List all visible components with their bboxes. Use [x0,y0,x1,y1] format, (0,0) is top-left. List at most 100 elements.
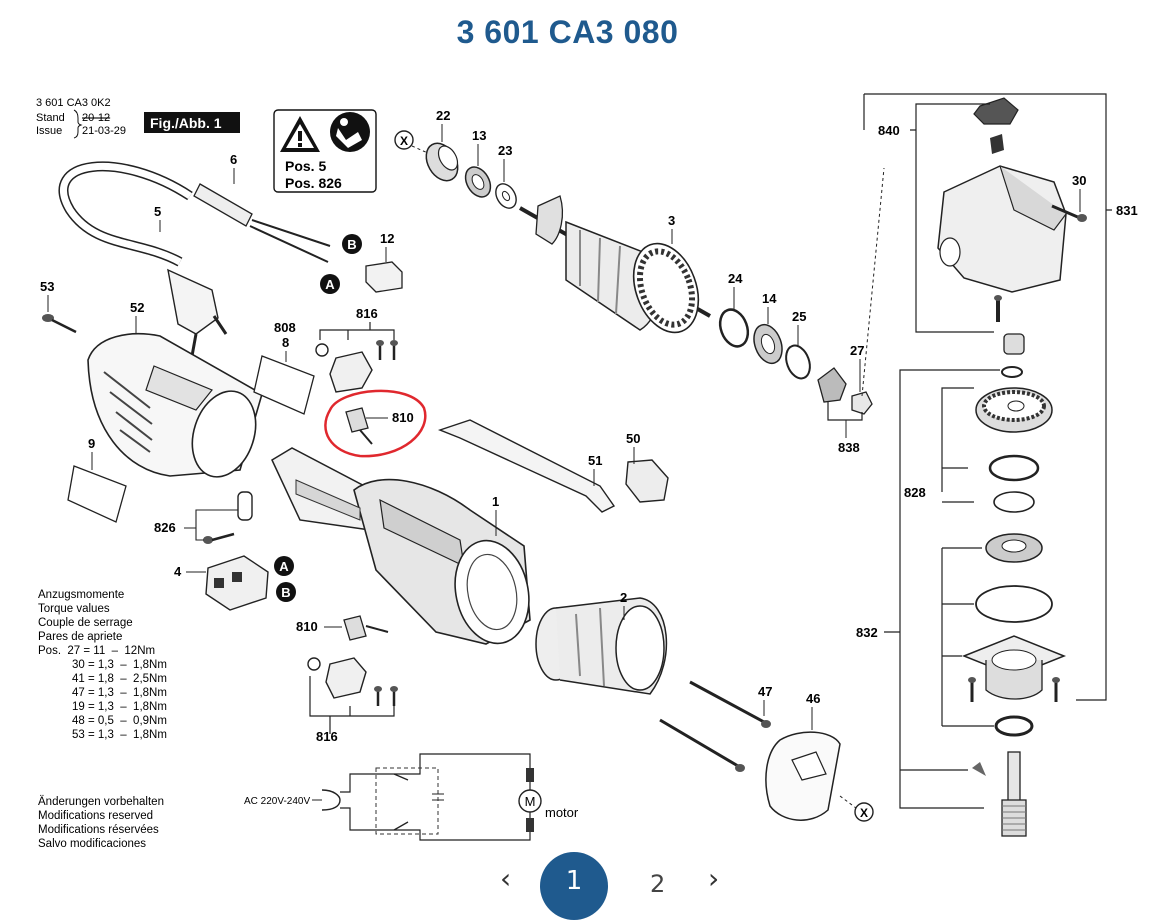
lock-pin [994,295,1002,322]
needle-bearing [1003,333,1025,355]
motor-symbol-icon [518,789,542,813]
page-2-button[interactable]: 2 [650,870,666,898]
armature [519,195,711,334]
bearing-22 [425,142,459,182]
torque-row-30: 30 = 1,3 – 1,8Nm [72,659,167,671]
circlip-24 [718,308,750,348]
connector-x-top: X [394,130,414,150]
modifications-note: Änderungen vorbehalten Modifications res… [38,796,164,850]
bearing-14 [753,323,783,365]
switch-4 [205,555,269,611]
bracket-840 [910,103,994,333]
carbon-brush-810 [345,407,373,445]
screw-53 [42,314,77,334]
bracket-831 [863,93,1112,701]
svg-text:X: X [860,806,868,820]
torque-title-fr: Couple de serrage [38,617,133,629]
torque-row-27: Pos. 27 = 11 – 12Nm [38,645,155,657]
svg-text:X: X [400,134,408,148]
callout-50: 50 [626,431,640,446]
next-page-button[interactable]: › [708,862,720,895]
o-ring-832 [975,585,1053,623]
connector-a-switch: A [274,556,294,576]
power-plug [167,268,219,335]
svg-text:A: A [325,277,335,292]
label-8-sheet [253,355,315,415]
fig-label-box [144,112,240,133]
motor-housing [271,447,531,645]
nut-27 [851,391,873,415]
callout-6: 6 [230,152,237,167]
long-screws-47 [659,680,771,772]
callout-23: 23 [498,143,512,158]
bracket-832 [884,369,1000,809]
circuit-diagram: AC 220V-240V M motor [244,753,579,841]
model-number: 3 601 CA3 0K2 [36,97,111,109]
grommet-826 [203,491,253,544]
torque-row-19: 19 = 1,3 – 1,8Nm [72,701,167,713]
part-12-block [365,261,403,293]
page-1-button[interactable]: 1 [540,852,608,920]
wheel-guard [765,731,841,821]
stator-field [535,597,668,695]
bracket-816-lower [309,676,395,734]
callout-2: 2 [620,590,627,605]
highlight-circle [324,389,427,458]
pagination: ‹ 1 2 › [500,852,740,920]
callout-52: 52 [130,300,144,315]
callout-831: 831 [1116,203,1138,218]
ring-828 [993,491,1035,513]
callout-labels: 22 13 23 3 24 14 25 27 838 840 30 831 82… [40,108,1138,744]
svg-text:B: B [281,585,290,600]
retaining-ring-small [1001,366,1023,378]
callout-5: 5 [154,204,161,219]
callout-3: 3 [668,213,675,228]
callout-840: 840 [878,123,900,138]
callout-9: 9 [88,436,95,451]
callout-51: 51 [588,453,602,468]
carbon-brush-810-lower [343,615,389,641]
pinion-838 [817,367,847,403]
callout-14: 14 [762,291,777,306]
torque-title-de: Anzugsmomente [38,589,124,601]
warning-triangle-icon [280,116,320,152]
callout-4: 4 [174,564,182,579]
callout-826: 826 [154,520,176,535]
callout-810-top: 810 [392,410,414,425]
motor-symbol-letter: M [525,794,536,809]
callout-47: 47 [758,684,772,699]
callout-22: 22 [436,108,450,123]
callout-27: 27 [850,343,864,358]
stand-label: Stand [36,112,65,124]
callout-810-lower: 810 [296,619,318,634]
torque-title-en: Torque values [38,603,110,615]
stand-value: 20-12 [82,112,110,124]
torque-table: Anzugsmomente Torque values Couple de se… [38,589,167,741]
bracket-828 [941,387,974,503]
switch-slider [625,459,669,503]
washer-23 [495,183,517,209]
read-manual-icon [330,112,370,152]
fig-label: Fig./Abb. 1 [150,115,222,131]
header-brace [73,109,83,139]
power-cable [58,161,193,267]
svg-text:B: B [347,237,356,252]
torque-row-41: 41 = 1,8 – 2,5Nm [72,673,167,685]
screw-30 [1051,204,1087,222]
callout-1: 1 [492,494,499,509]
callout-838: 838 [838,440,860,455]
circlip-828 [988,454,1040,482]
brush-holder-816-top [315,340,398,393]
circuit-voltage: AC 220V-240V [244,796,310,807]
modification-de: Änderungen vorbehalten [38,796,164,808]
callout-13: 13 [472,128,486,143]
callout-30: 30 [1072,173,1086,188]
connector-a-top: A [320,274,340,294]
spindle-seal [994,715,1034,737]
callout-12: 12 [380,231,394,246]
prev-page-button[interactable]: ‹ [500,862,512,895]
torque-row-48: 48 = 0,5 – 0,9Nm [72,715,167,727]
o-ring-25 [785,344,811,380]
connector-b-switch: B [276,582,296,602]
issue-label: Issue [36,125,62,137]
